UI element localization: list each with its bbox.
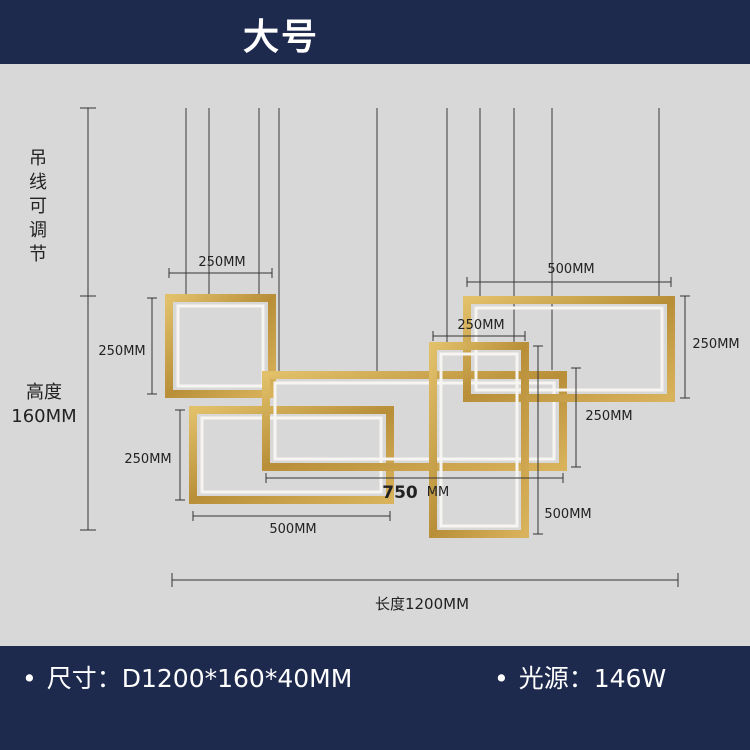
dim-label-250-right: 250MM bbox=[692, 337, 739, 352]
dim-label-500-bottom: 500MM bbox=[269, 522, 316, 537]
page-title: 大号 bbox=[243, 17, 320, 58]
dim-label-750-unit: MM bbox=[427, 485, 449, 500]
header-bar: 大号 bbox=[0, 0, 750, 64]
dim-label-250-mid-right: 250MM bbox=[585, 409, 632, 424]
bullet-icon: • bbox=[494, 664, 509, 693]
frame-center-long-rect bbox=[262, 371, 567, 471]
length-label: 长度1200MM bbox=[375, 595, 469, 613]
cable-label-char: 线 bbox=[29, 172, 47, 193]
dim-label-250-mid: 250MM bbox=[457, 318, 504, 333]
dim-label-500-right: 500MM bbox=[544, 507, 591, 522]
light-source-text: 光源：146W bbox=[518, 664, 667, 693]
cable-label-char: 吊 bbox=[29, 148, 47, 169]
frame-bottom-left-rect bbox=[189, 406, 394, 504]
cable-label-char: 可 bbox=[29, 196, 47, 217]
dim-label-250-top: 250MM bbox=[198, 255, 245, 270]
light-source-spec: • 光源：146W bbox=[494, 659, 666, 695]
dimension-labels: 吊 线 可 调 节 高度 160MM 250MM 250MM 250MM 500… bbox=[11, 148, 739, 613]
dimension-lines bbox=[80, 107, 690, 587]
cable-label-char: 调 bbox=[29, 220, 47, 241]
dim-label-500-top-right: 500MM bbox=[547, 262, 594, 277]
dimension-diagram: 吊 线 可 调 节 高度 160MM 250MM 250MM 250MM 500… bbox=[11, 107, 740, 613]
size-spec-text: 尺寸：D1200*160*40MM bbox=[46, 664, 353, 693]
dim-label-250-left-bottom: 250MM bbox=[124, 452, 171, 467]
dim-label-250-left-top: 250MM bbox=[98, 344, 145, 359]
frame-vertical-rect bbox=[429, 342, 529, 538]
height-value: 160MM bbox=[11, 406, 76, 427]
dim-label-750: 750 bbox=[382, 483, 418, 503]
height-label: 高度 bbox=[26, 382, 62, 403]
diagram-area: 吊 线 可 调 节 高度 160MM 250MM 250MM 250MM 500… bbox=[0, 64, 750, 646]
size-spec: • 尺寸：D1200*160*40MM bbox=[22, 659, 352, 695]
spec-footer: • 尺寸：D1200*160*40MM • 光源：146W bbox=[0, 646, 750, 750]
lamp-frames bbox=[165, 294, 675, 538]
bullet-icon: • bbox=[22, 664, 37, 693]
frame-top-left-square bbox=[165, 294, 276, 398]
cable-label-char: 节 bbox=[29, 244, 47, 265]
hanging-wires bbox=[185, 108, 660, 378]
